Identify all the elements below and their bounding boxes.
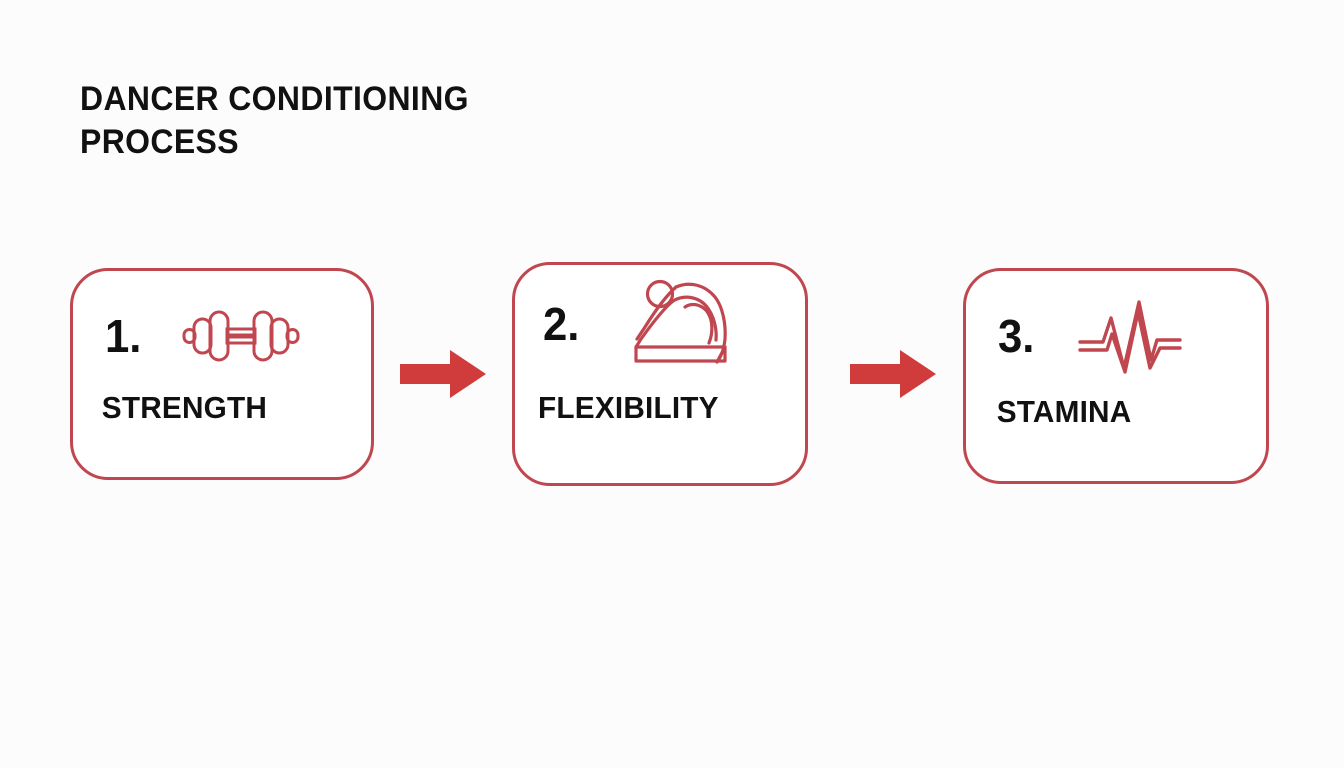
step-number-2: 2.	[543, 298, 580, 350]
step-number-3: 3.	[998, 310, 1035, 362]
page-title-line-1: DANCER CONDITIONING	[80, 80, 469, 118]
step-header-flexibility: 2.	[515, 279, 805, 364]
step-header-stamina: 3.	[966, 298, 1266, 374]
process-step-card-flexibility[interactable]: 2. FLEXIBILITY	[512, 262, 808, 486]
process-step-card-strength[interactable]: 1. STRENGTH	[70, 268, 374, 480]
step-number-1: 1.	[105, 310, 142, 362]
arrow-right-icon-1	[400, 350, 486, 403]
process-step-card-stamina[interactable]: 3. STAMINA	[963, 268, 1269, 484]
step-header-strength: 1.	[73, 301, 371, 371]
step-label-strength: STRENGTH	[101, 390, 268, 425]
dumbbell-icon	[181, 308, 301, 364]
arrow-right-icon-2	[850, 350, 936, 403]
page-title: DANCER CONDITIONING PROCESS	[80, 78, 700, 164]
stretching-person-icon	[633, 277, 735, 369]
heartbeat-pulse-icon	[1078, 298, 1183, 374]
step-label-flexibility: FLEXIBILITY	[538, 390, 719, 425]
step-label-stamina: STAMINA	[996, 394, 1132, 429]
page-title-line-2: PROCESS	[80, 123, 239, 161]
process-flow: 1. STRENGTH	[0, 258, 1344, 498]
